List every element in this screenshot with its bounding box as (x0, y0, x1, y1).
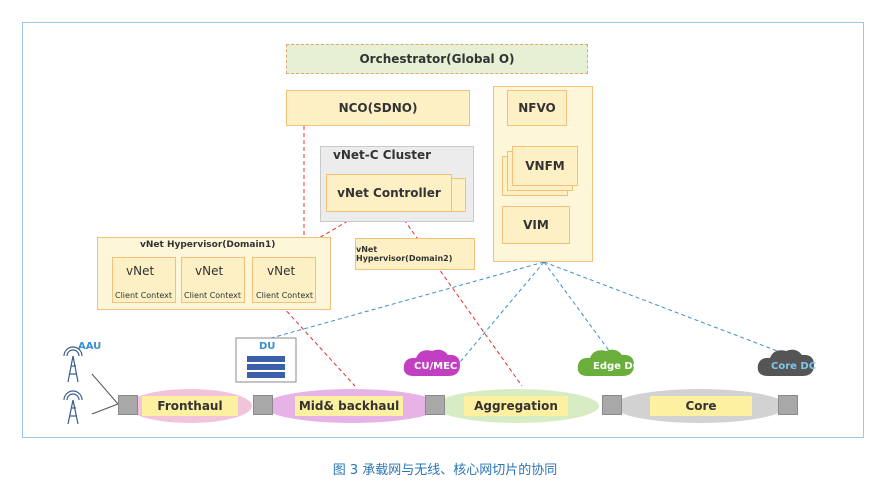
vnet-controller-box: vNet Controller (326, 174, 452, 212)
client-context-1 (112, 257, 176, 303)
client-context-2 (181, 257, 245, 303)
vim-to-cu-line (454, 261, 545, 369)
node-du (253, 395, 273, 415)
core-dc-label: Core DC (771, 361, 817, 372)
edge-cloud-icon (577, 349, 634, 376)
client-context-label-1: Client Context (115, 291, 173, 300)
server-icon (235, 337, 297, 383)
core-cloud-icon (757, 349, 814, 376)
core-label: Core (650, 396, 752, 416)
vnet-label-1: vNet (126, 264, 155, 278)
vim-to-edge-line (543, 261, 611, 353)
aau-label: AAU (78, 341, 102, 352)
client-context-label-2: Client Context (184, 291, 242, 300)
vnfm-box: VNFM (512, 146, 578, 186)
nfvo-box: NFVO (507, 90, 567, 126)
edge-dc-label: Edge DC (593, 361, 641, 372)
vim-to-core-line (543, 261, 781, 353)
vnet-label-2: vNet (195, 264, 224, 278)
cu-cloud-icon (403, 349, 460, 376)
hypervisor2-box: vNet Hypervisor(Domain2) (355, 238, 475, 270)
antenna-icon (63, 346, 83, 425)
orchestrator-box: Orchestrator(Global O) (286, 44, 588, 74)
node-aau (118, 395, 138, 415)
hypervisor1-title: vNet Hypervisor(Domain1) (140, 240, 276, 250)
diagram-frame (22, 22, 864, 438)
vim-box: VIM (502, 206, 570, 244)
nco-box: NCO(SDNO) (286, 90, 470, 126)
node-cu (425, 395, 445, 415)
midbackhaul-label: Mid& backhaul (295, 396, 403, 416)
node-edge (602, 395, 622, 415)
du-label: DU (259, 341, 276, 352)
figure-caption: 图 3 承载网与无线、核心网切片的协同 (332, 463, 558, 478)
cluster-title: vNet-C Cluster (333, 148, 432, 162)
vnet-label-3: vNet (267, 264, 296, 278)
node-core (778, 395, 798, 415)
client-context-label-3: Client Context (256, 291, 314, 300)
aggregation-label: Aggregation (464, 396, 568, 416)
cu-mec-label: CU/MEC (414, 361, 458, 372)
fronthaul-label: Fronthaul (142, 396, 238, 416)
client-context-3 (252, 257, 316, 303)
